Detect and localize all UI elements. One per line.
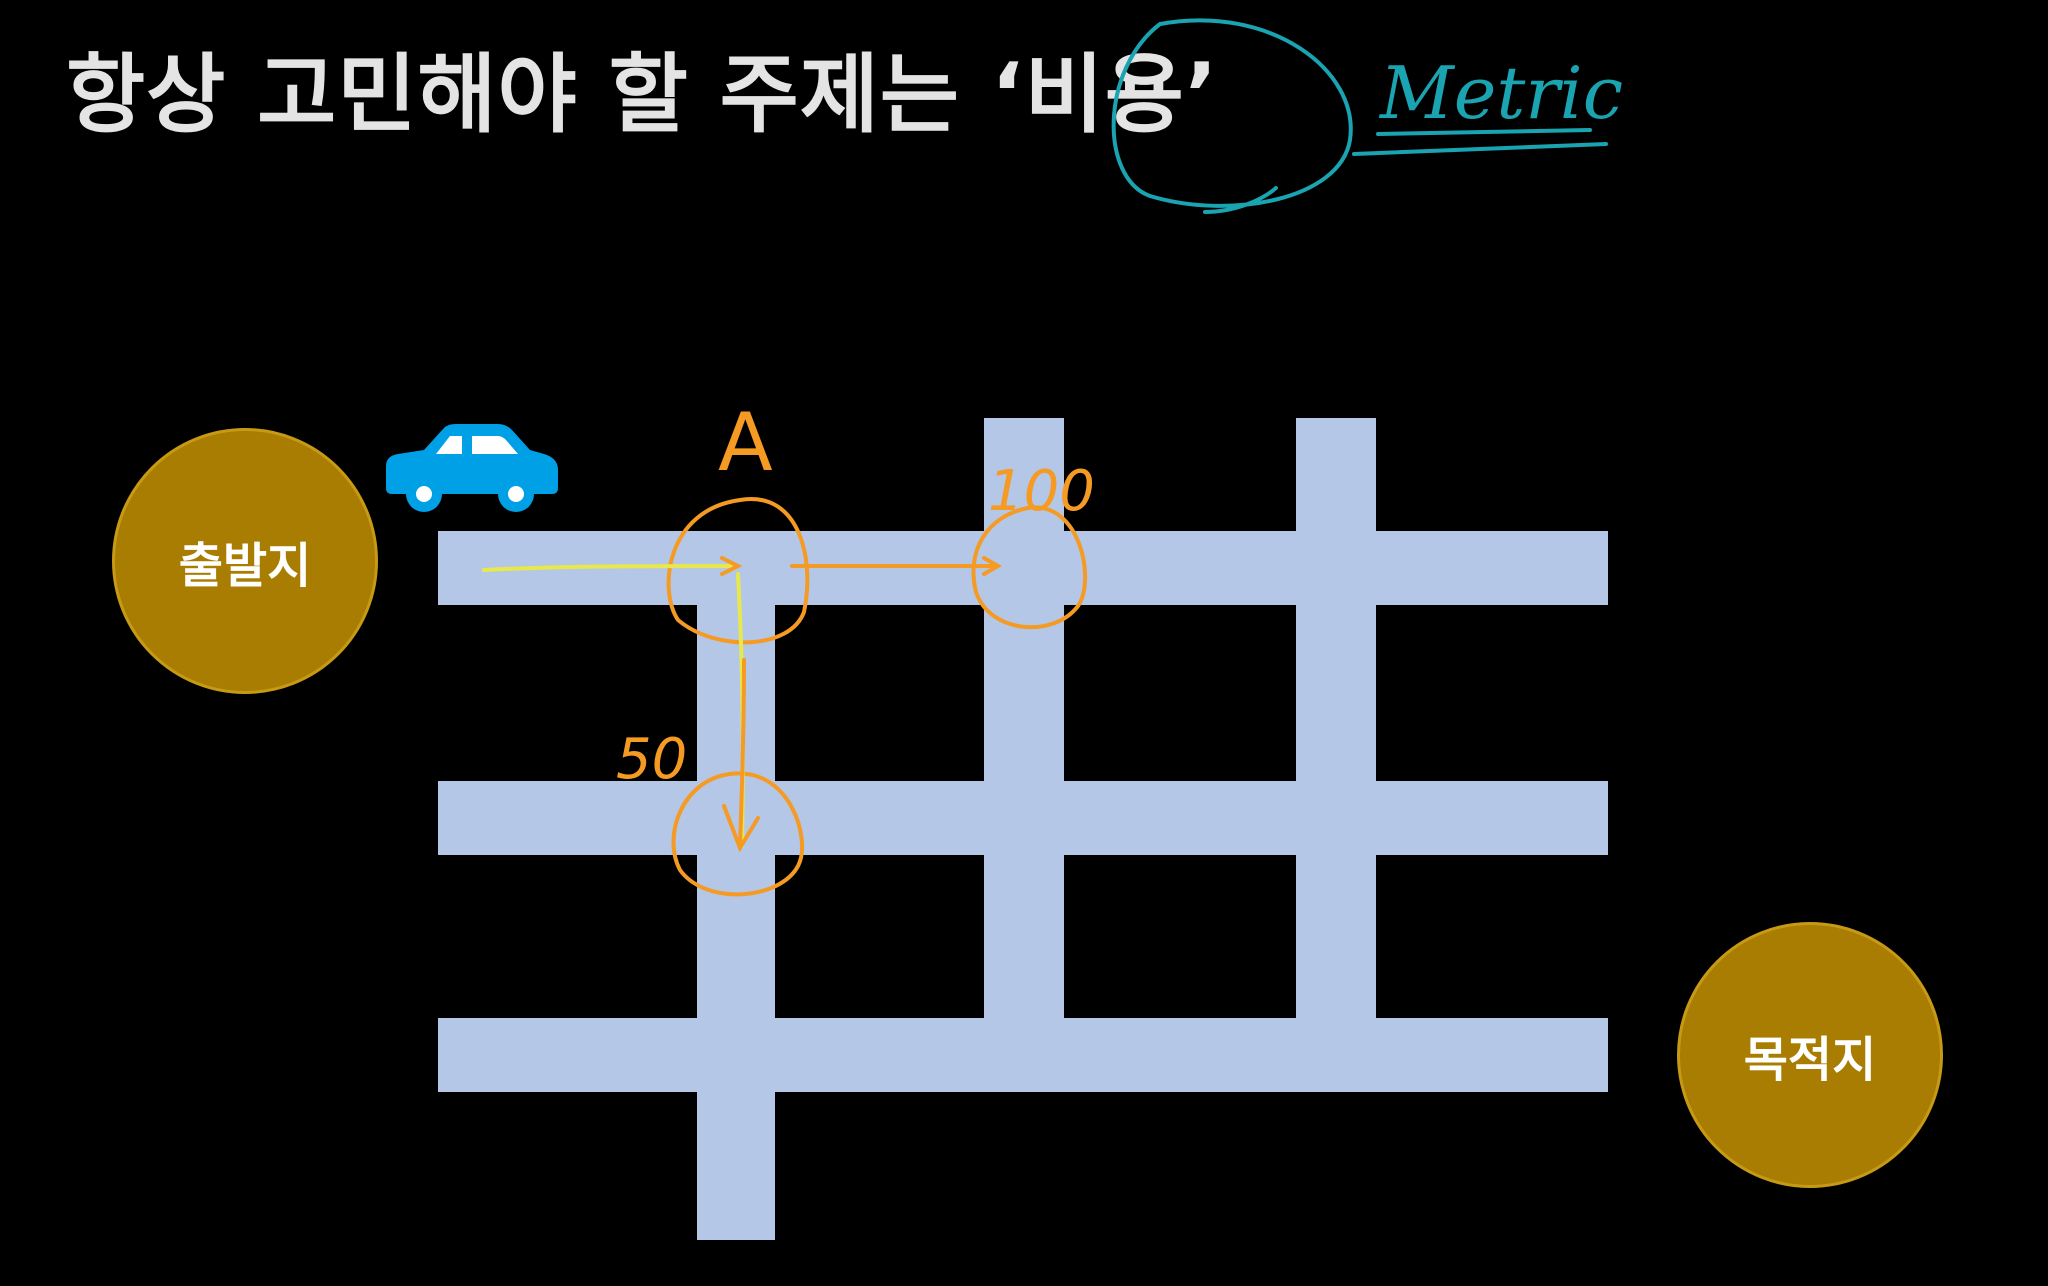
metric-underline [1352,128,1608,156]
road-horizontal-bottom [438,1018,1608,1092]
road-vertical-right [1296,418,1376,1018]
slide-title: 항상 고민해야 할 주제는 ‘비용’ [66,45,1219,145]
lower-node-circle [671,771,804,897]
route-right-arrowhead [982,556,1003,576]
route-start-arrowhead [720,556,743,576]
car-icon [386,424,558,512]
route-start-to-a [482,564,738,572]
destination-label: 목적지 [1743,1032,1877,1088]
node-a-circle [666,497,810,645]
start-label: 출발지 [178,538,312,594]
cost-label-right: 100 [988,459,1095,524]
route-lower-arrow [722,658,760,853]
right-node-circle [971,505,1088,630]
road-vertical-center [984,418,1064,1018]
metric-highlight-circle [1111,18,1353,214]
road-vertical-left [697,605,775,1240]
start-point: 출발지 [112,428,378,694]
metric-note: Metric [1378,51,1623,135]
node-label-a: A [718,396,773,489]
destination-point: 목적지 [1677,922,1943,1188]
cost-label-down: 50 [616,727,687,792]
